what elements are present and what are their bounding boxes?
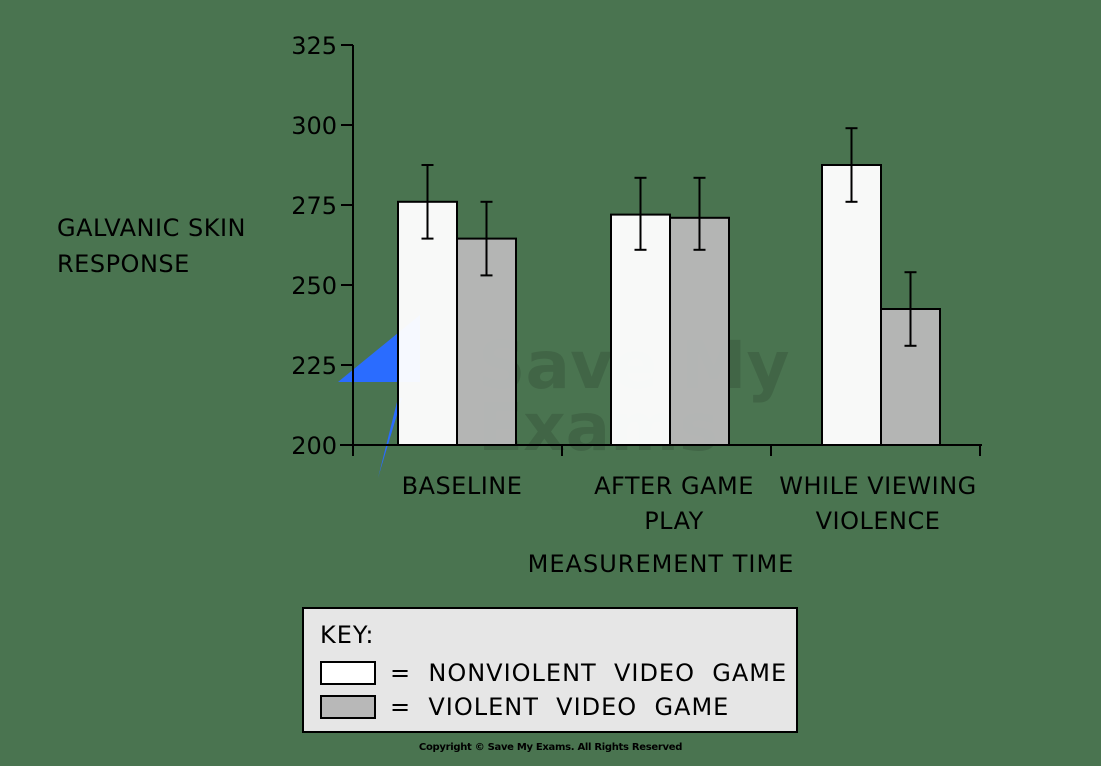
bars [397,164,941,446]
bar-violent [669,216,730,446]
legend-key: KEY: = NONVIOLENT VIDEO GAME = VIOLENT V… [302,607,798,733]
bar-nonviolent [610,213,671,446]
legend-title: KEY: [320,621,375,649]
copyright-notice: Copyright © Save My Exams. All Rights Re… [418,742,683,753]
legend-label: = NONVIOLENT VIDEO GAME [390,659,788,687]
axes [340,45,982,456]
y-axis-label: GALVANIC SKIN RESPONSE [57,210,246,282]
y-tick-label: 250 [291,272,337,300]
legend-item-violent: = VIOLENT VIDEO GAME [320,693,729,721]
y-tick-label: 300 [291,112,337,140]
y-tick-label: 200 [291,432,337,460]
legend-label: = VIOLENT VIDEO GAME [390,693,730,721]
y-axis-label-line1: GALVANIC SKIN [57,214,246,242]
y-tick-label: 325 [291,32,337,60]
legend-swatch-gray [320,695,376,719]
x-tick-labels: BASELINE AFTER GAME PLAY WHILE VIEWING VIOLE… [402,472,977,535]
y-tick-label: 275 [291,192,337,220]
x-tick-label: BASELINE [402,472,523,500]
x-tick-label: PLAY [644,507,704,535]
legend-item-nonviolent: = NONVIOLENT VIDEO GAME [320,659,787,687]
y-ticks: 200 225 250 275 300 325 [291,32,353,460]
y-axis-label-line2: RESPONSE [57,250,190,278]
y-tick-label: 225 [291,352,337,380]
bar-nonviolent [821,164,882,446]
x-tick-label: AFTER GAME [594,472,754,500]
error-bars [421,127,917,347]
x-tick-label: WHILE VIEWING [779,472,977,500]
x-axis-label: MEASUREMENT TIME [528,550,795,578]
x-tick-label: VIOLENCE [816,507,941,535]
legend-swatch-white [320,661,376,685]
x-ticks [352,445,981,456]
watermark-logo-icon [378,398,402,478]
